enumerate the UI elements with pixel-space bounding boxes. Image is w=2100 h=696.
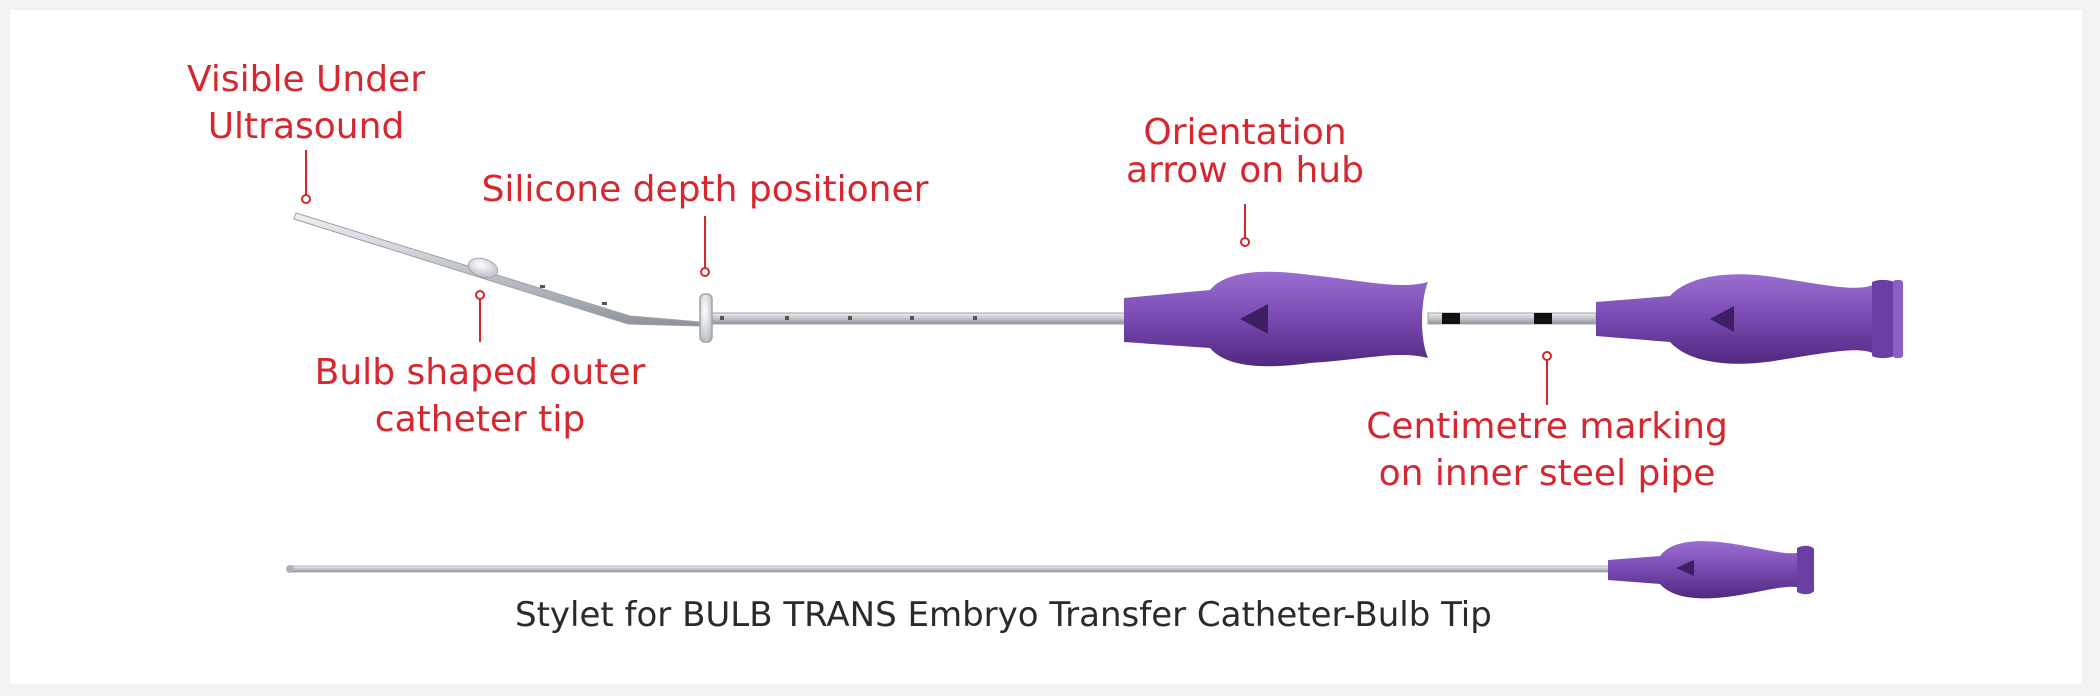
- leader-lines: [301, 150, 1552, 405]
- outer-catheter-tip: [293, 212, 701, 327]
- centimetre-mark: [1442, 313, 1460, 324]
- label-centimetre-marking: Centimetre marking on inner steel pipe: [1366, 406, 1728, 494]
- inner-steel-pipe: [1427, 312, 1597, 325]
- orientation-arrow-icon: [1676, 560, 1694, 576]
- label-visible-under-ultrasound: Visible Under Ultrasound: [186, 59, 426, 147]
- inner-hub: [1596, 274, 1903, 364]
- orientation-arrow-icon: [1710, 306, 1734, 332]
- stylet-caption: Stylet for BULB TRANS Embryo Transfer Ca…: [515, 595, 1492, 635]
- bulb-tip: [467, 257, 499, 279]
- orientation-arrow-icon: [1240, 304, 1268, 334]
- label-bulb-shaped-tip: Bulb shaped outer catheter tip: [314, 352, 646, 440]
- catheter-shaft: [699, 312, 1131, 325]
- catheter-hub: [1124, 271, 1428, 367]
- centimetre-mark: [1534, 313, 1552, 324]
- label-silicone-depth-positioner: Silicone depth positioner: [481, 169, 929, 210]
- stylet: [286, 541, 1814, 599]
- silicone-depth-positioner: [699, 293, 713, 343]
- label-orientation-arrow: Orientation arrow on hub: [1126, 112, 1364, 191]
